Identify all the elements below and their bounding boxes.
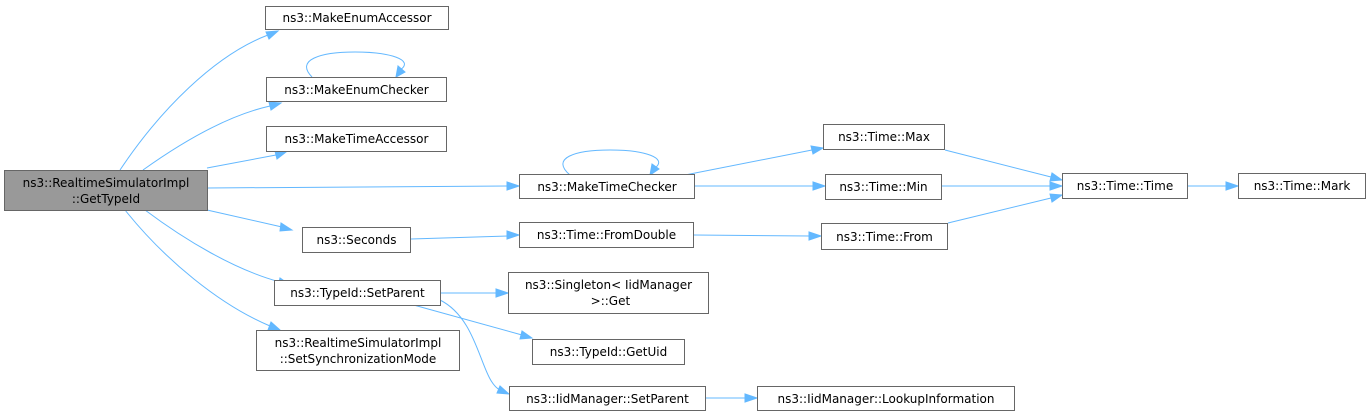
edge-from-double-from: [693, 234, 811, 237]
arrowhead: [1225, 181, 1240, 191]
node-label: ns3::Time::Min: [839, 180, 928, 194]
arrowhead: [267, 321, 282, 331]
edge-root-make-enum-accessor: [119, 34, 269, 171]
node-time-mark[interactable]: ns3::Time::Mark: [1238, 173, 1366, 199]
arrowhead: [810, 145, 825, 155]
arrowhead: [812, 181, 827, 191]
node-time-time[interactable]: ns3::Time::Time: [1062, 173, 1188, 199]
node-label: ns3::IidManager::LookupInformation: [777, 391, 995, 406]
arrowhead: [265, 30, 280, 40]
edge-root-make-time-accessor: [206, 154, 277, 169]
edge-typeid-set-parent-get-uid: [409, 303, 523, 336]
arrowhead: [1049, 172, 1064, 182]
node-label: ns3::Time::Time: [1076, 179, 1174, 193]
node-label: ns3::Time::FromDouble: [536, 228, 677, 242]
node-time-from[interactable]: ns3::Time::From: [821, 223, 948, 250]
arrowhead: [279, 222, 294, 232]
node-label: ::SetSynchronizationMode: [279, 351, 437, 366]
node-realtime-simulator-impl-get-type-id[interactable]: ns3::RealtimeSimulatorImpl ::GetTypeId: [4, 170, 208, 211]
arrowhead: [506, 230, 521, 240]
node-label: ns3::RealtimeSimulatorImpl: [274, 335, 442, 350]
arrowhead: [744, 393, 759, 403]
arrowhead: [506, 181, 521, 191]
node-label: ns3::Time::Max: [838, 130, 930, 144]
arrowhead: [274, 150, 288, 160]
arrowhead: [495, 288, 510, 298]
node-label: ns3::TypeId::GetUid: [549, 345, 668, 359]
node-label: ns3::IidManager::SetParent: [526, 391, 689, 406]
node-label: ns3::Time::Mark: [1253, 179, 1351, 193]
arrowhead: [395, 65, 406, 78]
node-set-synchronization-mode[interactable]: ns3::RealtimeSimulatorImpl ::SetSynchron…: [256, 330, 460, 371]
node-label: ns3::RealtimeSimulatorImpl: [22, 175, 190, 190]
edge-root-seconds: [206, 209, 283, 228]
node-make-time-checker[interactable]: ns3::MakeTimeChecker: [519, 174, 695, 199]
node-seconds[interactable]: ns3::Seconds: [302, 227, 411, 253]
node-label: ::GetTypeId: [71, 191, 141, 206]
node-label: >::Get: [586, 294, 631, 308]
node-singleton-iid-manager-get[interactable]: ns3::Singleton< IidManager >::Get: [508, 272, 709, 314]
edge-typeid-set-parent-iid-set-parent: [439, 299, 501, 391]
node-label: ns3::Time::From: [836, 229, 933, 244]
edge-root-typeid-set-parent: [144, 209, 281, 283]
node-make-enum-checker[interactable]: ns3::MakeEnumChecker: [266, 77, 447, 102]
node-iid-manager-lookup-information[interactable]: ns3::IidManager::LookupInformation: [757, 386, 1015, 411]
edge-root-set-sync-mode: [124, 209, 271, 327]
node-time-min[interactable]: ns3::Time::Min: [825, 174, 942, 200]
arrowhead: [268, 101, 283, 111]
node-make-time-accessor[interactable]: ns3::MakeTimeAccessor: [266, 126, 447, 152]
node-typeid-get-uid[interactable]: ns3::TypeId::GetUid: [532, 339, 685, 365]
edge-make-time-checker-time-max: [679, 149, 813, 177]
node-label: ns3::MakeTimeAccessor: [284, 132, 429, 146]
node-label: ns3::Seconds: [316, 233, 397, 247]
node-label: ns3::MakeEnumChecker: [284, 82, 429, 97]
node-time-max[interactable]: ns3::Time::Max: [823, 124, 945, 150]
edge-time-max-time: [944, 149, 1052, 178]
node-label: ns3::TypeId::SetParent: [290, 286, 425, 300]
node-label: ns3::MakeEnumAccessor: [282, 11, 432, 25]
node-time-from-double[interactable]: ns3::Time::FromDouble: [519, 222, 694, 248]
arrowhead: [808, 231, 823, 241]
arrowhead: [649, 163, 660, 177]
edge-time-from-time: [947, 197, 1052, 224]
edge-make-enum-checker-self: [306, 51, 405, 78]
node-label: ns3::Singleton< IidManager: [524, 278, 693, 292]
arrowhead: [1049, 181, 1064, 191]
arrowhead: [1049, 193, 1064, 203]
arrowhead: [519, 330, 534, 340]
edge-root-make-enum-checker: [142, 105, 271, 171]
arrowhead: [496, 385, 511, 395]
edge-make-time-checker-self: [562, 149, 660, 176]
node-make-enum-accessor[interactable]: ns3::MakeEnumAccessor: [265, 6, 449, 30]
edge-root-make-time-checker: [206, 185, 509, 189]
node-label: ns3::MakeTimeChecker: [537, 179, 677, 194]
node-typeid-set-parent[interactable]: ns3::TypeId::SetParent: [274, 280, 441, 306]
node-iid-manager-set-parent[interactable]: ns3::IidManager::SetParent: [509, 386, 706, 411]
edge-seconds-from-double: [410, 235, 509, 240]
